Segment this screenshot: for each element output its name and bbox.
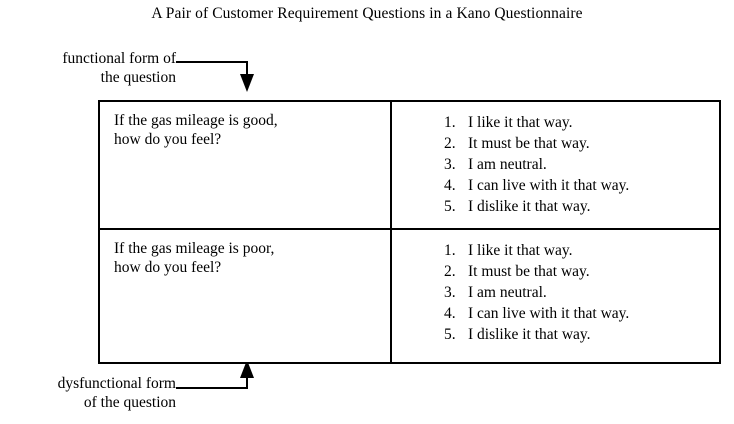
answer-number: 5. [444,326,456,343]
answer-number: 4. [444,177,456,194]
dysfunctional-form-label-line1: dysfunctional form [57,375,176,392]
dysfunctional-form-arrow [176,372,248,389]
functional-question-text: If the gas mileage is good, how do you f… [100,102,390,149]
list-item: 4. I can live with it that way. [392,303,719,324]
dysfunctional-form-label-line2: of the question [83,394,176,411]
table-row: If the gas mileage is good, how do you f… [98,100,721,230]
list-item: 5. I dislike it that way. [392,196,719,217]
list-item: 1. I like it that way. [392,112,719,133]
list-item: 5. I dislike it that way. [392,324,719,345]
answer-text: It must be that way. [468,135,590,152]
list-item: 2. It must be that way. [392,261,719,282]
answer-number: 3. [444,156,456,173]
dysfunctional-question-text: If the gas mileage is poor, how do you f… [100,230,390,277]
dysfunctional-answer-list: 1. I like it that way. 2. It must be tha… [392,230,719,345]
answer-number: 2. [444,263,456,280]
functional-form-label: functional form of the question [6,49,176,87]
list-item: 4. I can live with it that way. [392,175,719,196]
functional-form-label-line2: the question [100,69,176,86]
functional-answers-cell: 1. I like it that way. 2. It must be tha… [390,100,721,230]
dysfunctional-question-cell: If the gas mileage is poor, how do you f… [98,228,392,364]
answer-text: I am neutral. [468,284,547,301]
answer-text: I dislike it that way. [468,198,591,215]
answer-text: I like it that way. [468,242,573,259]
kano-question-table: If the gas mileage is good, how do you f… [98,100,721,364]
answer-number: 2. [444,135,456,152]
answer-text: I can live with it that way. [468,177,630,194]
answer-number: 1. [444,242,456,259]
answer-text: I am neutral. [468,156,547,173]
answer-number: 3. [444,284,456,301]
answer-text: I can live with it that way. [468,305,630,322]
answer-text: It must be that way. [468,263,590,280]
table-row: If the gas mileage is poor, how do you f… [98,228,721,364]
list-item: 1. I like it that way. [392,240,719,261]
question-line2: how do you feel? [114,259,222,276]
functional-form-arrowhead [240,74,254,92]
answer-number: 5. [444,198,456,215]
answer-number: 1. [444,114,456,131]
list-item: 3. I am neutral. [392,282,719,303]
functional-form-arrow [176,61,248,80]
dysfunctional-answers-cell: 1. I like it that way. 2. It must be tha… [390,228,721,364]
functional-form-label-line1: functional form of [62,50,176,67]
question-line1: If the gas mileage is poor, [114,240,275,257]
dysfunctional-form-label: dysfunctional form of the question [4,374,176,412]
figure-title: A Pair of Customer Requirement Questions… [151,5,583,22]
functional-answer-list: 1. I like it that way. 2. It must be tha… [392,102,719,217]
list-item: 2. It must be that way. [392,133,719,154]
list-item: 3. I am neutral. [392,154,719,175]
answer-text: I like it that way. [468,114,573,131]
answer-text: I dislike it that way. [468,326,591,343]
question-line2: how do you feel? [114,131,222,148]
answer-number: 4. [444,305,456,322]
functional-question-cell: If the gas mileage is good, how do you f… [98,100,392,230]
question-line1: If the gas mileage is good, [114,112,278,129]
